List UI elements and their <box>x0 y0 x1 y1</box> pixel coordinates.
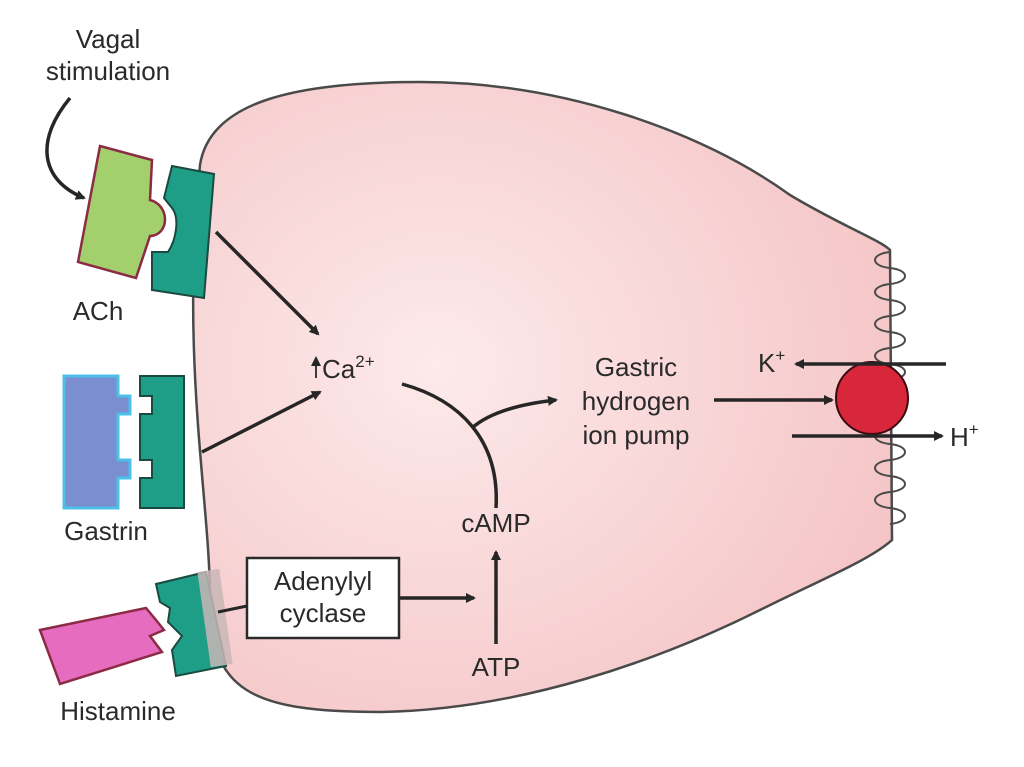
membrane-coupling-patch <box>197 568 233 668</box>
proton-pump <box>835 361 909 435</box>
camp-label: cAMP <box>461 508 530 538</box>
pump-label-line3: ion pump <box>583 420 690 450</box>
k-label: K+ <box>758 346 785 378</box>
histamine-ligand <box>38 606 167 686</box>
ach-to-ca-arrow <box>214 230 320 336</box>
k-base: K <box>758 348 776 378</box>
pump-label-line2: hydrogen <box>582 386 690 416</box>
atp-label: ATP <box>472 652 521 682</box>
ca-superscript: 2+ <box>355 352 374 371</box>
apical-membrane-folds-lower <box>874 427 906 525</box>
gastrin-ligand <box>62 374 132 510</box>
pump-label-line1: Gastric <box>595 352 677 382</box>
ach-receptor <box>151 164 216 300</box>
h-label: H+ <box>950 420 979 452</box>
adenylyl-label-line2: cyclase <box>280 598 367 628</box>
k-superscript: + <box>775 346 785 365</box>
ach-label: ACh <box>73 296 124 326</box>
h-superscript: + <box>969 420 979 439</box>
histamine-label: Histamine <box>60 696 176 726</box>
gastrin-to-ca-arrow <box>201 390 322 454</box>
adenylyl-cyclase-box <box>245 556 401 640</box>
apical-membrane-folds <box>874 251 906 381</box>
ca-base: Ca <box>322 354 356 384</box>
vagal-label-line2: stimulation <box>46 56 170 86</box>
vagal-arrow <box>45 96 86 200</box>
gastrin-label: Gastrin <box>64 516 148 546</box>
h-base: H <box>950 422 969 452</box>
converge-to-pump-arrow <box>470 395 558 430</box>
gastrin-receptor <box>139 375 185 509</box>
vagal-label-line1: Vagal <box>76 24 141 54</box>
ach-ligand <box>76 144 167 280</box>
adenylyl-label-line1: Adenylyl <box>274 566 372 596</box>
receptor-to-cyclase-connector <box>217 604 248 614</box>
ca-label: Ca2+ <box>322 352 375 384</box>
